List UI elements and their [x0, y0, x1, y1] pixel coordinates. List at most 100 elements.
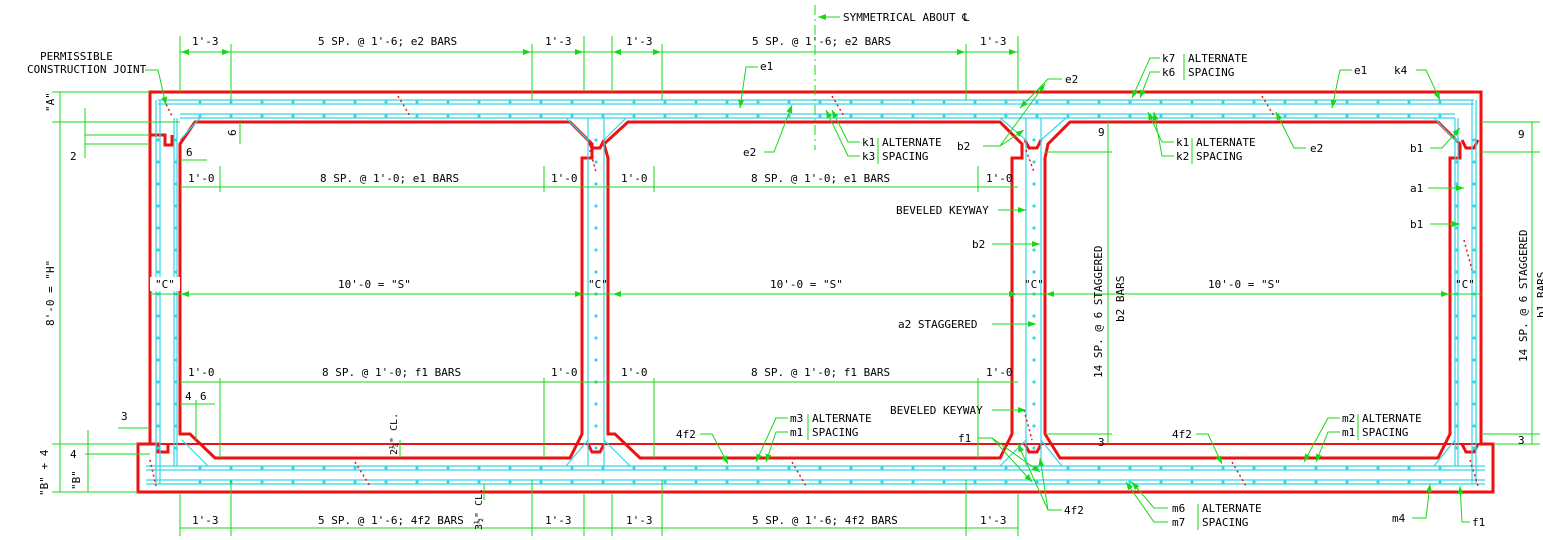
bar-section-dot	[1252, 100, 1256, 104]
bar-section-dot	[594, 248, 598, 252]
label-k6: k6	[1162, 66, 1175, 79]
bar-section-dot	[174, 138, 178, 142]
bar-section-dot	[508, 114, 512, 118]
clear-cover-top: 2¼" CL.	[388, 413, 400, 455]
bar-section-dot	[174, 204, 178, 208]
dim-c-right: "C"	[1455, 278, 1475, 291]
bar-section-dot	[1345, 466, 1349, 470]
dim-bot-1-3-b: 1'-3	[545, 514, 572, 527]
bar-section-dot	[1472, 226, 1476, 230]
dim-b: "B"	[70, 470, 83, 490]
bar-section-dot	[973, 100, 977, 104]
bar-section-dot	[942, 466, 946, 470]
bar-section-dot	[1221, 480, 1225, 484]
bar-section-dot	[632, 100, 636, 104]
bar-section-dot	[632, 480, 636, 484]
label-f1-right: f1	[1472, 516, 1485, 529]
bar-section-dot	[1032, 446, 1036, 450]
dim-6-haunch-bot: 6	[200, 390, 207, 403]
bar-section-dot	[570, 114, 574, 118]
bar-section-dot	[1455, 446, 1459, 450]
bar-section-dot	[1455, 204, 1459, 208]
bottom-dimension-string: 1'-3 5 SP. @ 1'-6; 4f2 BARS 1'-3 1'-3 5 …	[179, 480, 1019, 536]
bar-section-dot	[1032, 270, 1036, 274]
bar-section-dot	[174, 358, 178, 362]
bar-section-dot	[1032, 226, 1036, 230]
label-k7: k7	[1162, 52, 1175, 65]
bar-section-dot	[594, 204, 598, 208]
bar-section-dot	[1032, 160, 1036, 164]
bar-section-dot	[1407, 466, 1411, 470]
bar-section-dot	[156, 336, 160, 340]
bar-section-dot	[694, 100, 698, 104]
bar-section-dot	[818, 480, 822, 484]
bar-section-dot	[539, 114, 543, 118]
bar-section-dot	[446, 114, 450, 118]
bar-section-dot	[508, 480, 512, 484]
bar-section-dot	[1472, 402, 1476, 406]
bar-section-dot	[1004, 114, 1008, 118]
bar-section-dot	[322, 480, 326, 484]
bar-section-dot	[973, 114, 977, 118]
beveled-keyway-bot: BEVELED KEYWAY	[890, 404, 983, 417]
stagger-right: 14 SP. @ 6 STAGGERED	[1517, 230, 1530, 362]
bar-section-dot	[477, 466, 481, 470]
bar-section-dot	[1283, 100, 1287, 104]
bar-section-dot	[156, 248, 160, 252]
bar-section-dot	[849, 466, 853, 470]
bar-section-dot	[1066, 114, 1070, 118]
top-dimension-string: 1'-3 5 SP. @ 1'-6; e2 BARS 1'-3 1'-3 5 S…	[179, 35, 1019, 100]
bar-section-dot	[1032, 204, 1036, 208]
bar-section-dot	[594, 160, 598, 164]
bar-section-dot	[1407, 114, 1411, 118]
bar-section-dot	[1221, 100, 1225, 104]
bar-section-dot	[1032, 182, 1036, 186]
bar-section-dot	[570, 100, 574, 104]
bar-section-dot	[1097, 466, 1101, 470]
bar-section-dot	[1221, 466, 1225, 470]
bar-section-dot	[1472, 270, 1476, 274]
keyway-notch-left-top	[150, 133, 174, 147]
bar-section-dot	[322, 114, 326, 118]
bar-section-dot	[1190, 100, 1194, 104]
bar-section-dot	[663, 114, 667, 118]
bar-section-dot	[1159, 466, 1163, 470]
dim-top-1-0-a: 1'-0	[188, 172, 215, 185]
stagger-dimensions: 9 3 14 SP. @ 6 STAGGERED b2 BARS 9 3 14 …	[1045, 121, 1543, 449]
bar-section-dot	[1455, 336, 1459, 340]
dim-1-3-a: 1'-3	[192, 35, 219, 48]
bar-section-dot	[725, 480, 729, 484]
bar-section-dot	[1032, 248, 1036, 252]
dim-top-1-0-c: 1'-0	[621, 172, 648, 185]
clear-cover-bottom: 3½" CL.	[473, 488, 485, 530]
bar-section-dot	[1376, 480, 1380, 484]
bar-section-dot	[1004, 100, 1008, 104]
bar-section-dot	[1190, 480, 1194, 484]
bar-section-dot	[1345, 100, 1349, 104]
bar-section-dot	[384, 100, 388, 104]
lap-marks	[149, 95, 1479, 487]
label-m3: m3	[790, 412, 803, 425]
outer-wall-outline	[136, 90, 1495, 494]
dim-top-1-0-d: 1'-0	[986, 172, 1013, 185]
bar-section-dot	[880, 100, 884, 104]
label-4f2-b: 4f2	[1172, 428, 1192, 441]
bar-section-dot	[756, 114, 760, 118]
bar-section-dot	[601, 480, 605, 484]
bar-section-dot	[1159, 114, 1163, 118]
construction-joint-note-1: PERMISSIBLE	[40, 50, 113, 63]
bar-section-dot	[174, 270, 178, 274]
a2-staggered-note: a2 STAGGERED	[898, 318, 977, 331]
dim-bot-1-0-c: 1'-0	[621, 366, 648, 379]
bar-section-dot	[508, 100, 512, 104]
bar-section-dot	[539, 480, 543, 484]
bar-section-dot	[156, 226, 160, 230]
bar-section-dot	[260, 114, 264, 118]
bar-section-dot	[1455, 270, 1459, 274]
dim-6-haunch-h: 6	[186, 146, 193, 159]
bar-section-dot	[1407, 480, 1411, 484]
dim-bot-1-3-c: 1'-3	[626, 514, 653, 527]
label-m4: m4	[1392, 512, 1406, 525]
bar-section-dot	[415, 466, 419, 470]
bar-section-dot	[1097, 114, 1101, 118]
